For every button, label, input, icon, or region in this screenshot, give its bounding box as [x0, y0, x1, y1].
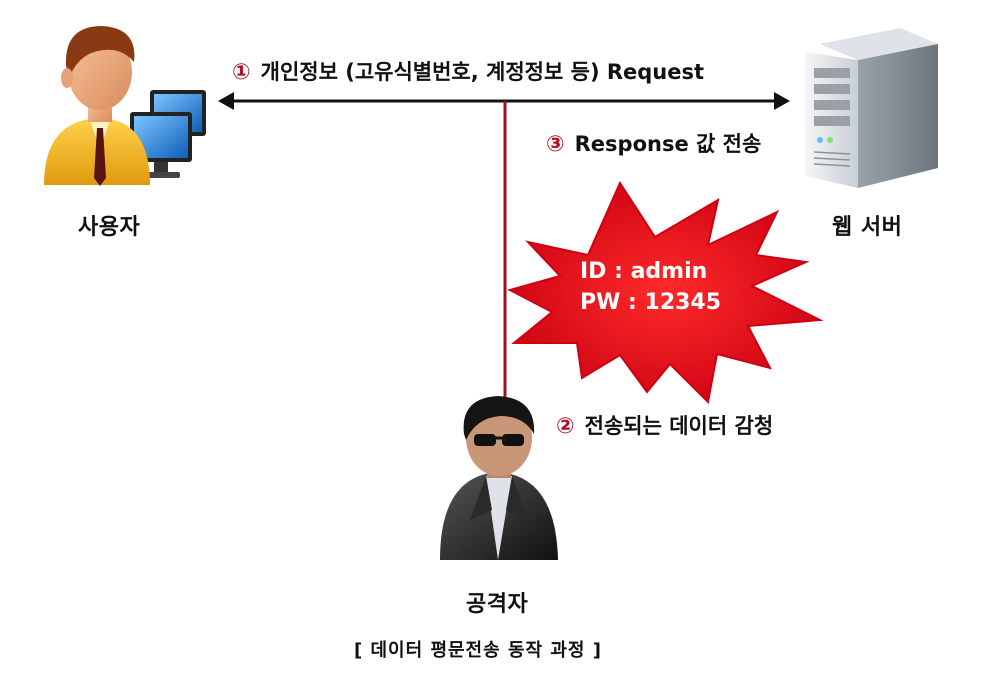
request-arrow [218, 92, 790, 110]
step-1-text: 개인정보 (고유식별번호, 계정정보 등) Request [260, 60, 705, 84]
step-3-response-label: ③ Response 값 전송 [546, 128, 761, 158]
step-3-number: ③ [546, 132, 565, 157]
attacker-icon [440, 396, 558, 560]
step-2-intercept-label: ② 전송되는 데이터 감청 [556, 410, 773, 440]
user-with-computers-icon [44, 26, 206, 186]
step-2-number: ② [556, 414, 575, 439]
leaked-id-text: ID : admin [580, 259, 708, 284]
diagram-caption: [ 데이터 평문전송 동작 과정 ] [354, 640, 602, 661]
attacker-label: 공격자 [466, 592, 529, 617]
leaked-credentials: ID : admin PW : 12345 [580, 256, 722, 318]
web-server-icon [805, 28, 938, 188]
step-1-number: ① [232, 60, 251, 85]
leaked-pw-text: PW : 12345 [580, 290, 722, 315]
leaked-data-burst [507, 180, 824, 405]
server-label: 웹 서버 [832, 215, 903, 240]
user-label: 사용자 [78, 215, 141, 240]
step-3-text: Response 값 전송 [574, 132, 762, 156]
step-2-text: 전송되는 데이터 감청 [584, 414, 774, 438]
step-1-request-label: ① 개인정보 (고유식별번호, 계정정보 등) Request [232, 56, 704, 86]
